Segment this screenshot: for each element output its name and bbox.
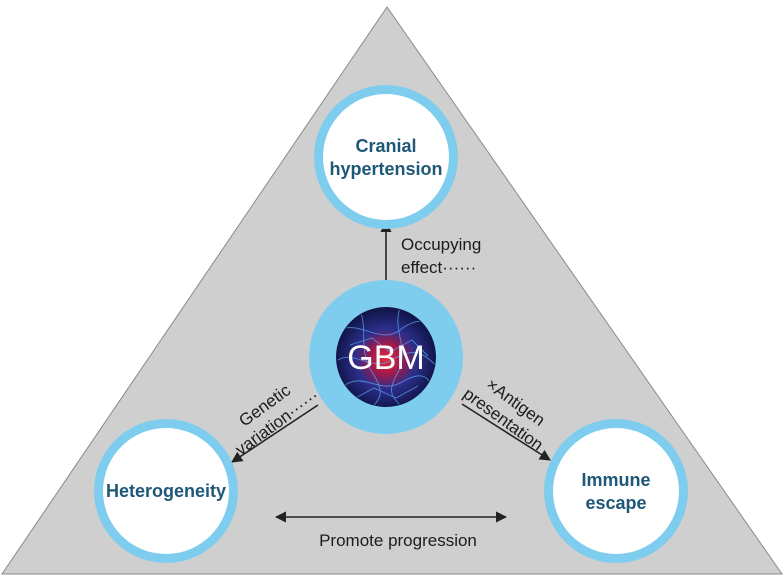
node-cranial-hypertension-line1: Cranial — [355, 136, 416, 156]
node-immune-escape-line2: escape — [585, 493, 646, 513]
node-gbm-label: GBM — [347, 339, 424, 377]
node-immune-escape: Immune escape — [544, 419, 688, 563]
arrow-to-heterogeneity — [231, 404, 319, 463]
node-heterogeneity: Heterogeneity — [94, 419, 238, 563]
edge-label-promote-progression: Promote progression — [319, 531, 477, 550]
node-cranial-hypertension-line2: hypertension — [329, 159, 442, 179]
arrow-to-immune-escape — [461, 403, 551, 461]
neuron-network-icon — [337, 308, 435, 406]
brain-image — [336, 307, 436, 407]
node-gbm: GBM — [309, 280, 463, 434]
node-heterogeneity-label: Heterogeneity — [106, 481, 226, 501]
edge-label-occupying-line1: Occupying — [401, 235, 481, 254]
node-immune-escape-line1: Immune — [581, 470, 650, 490]
node-cranial-hypertension: Cranial hypertension — [314, 85, 458, 229]
edge-label-occupying-line2: effect······ — [401, 258, 476, 277]
